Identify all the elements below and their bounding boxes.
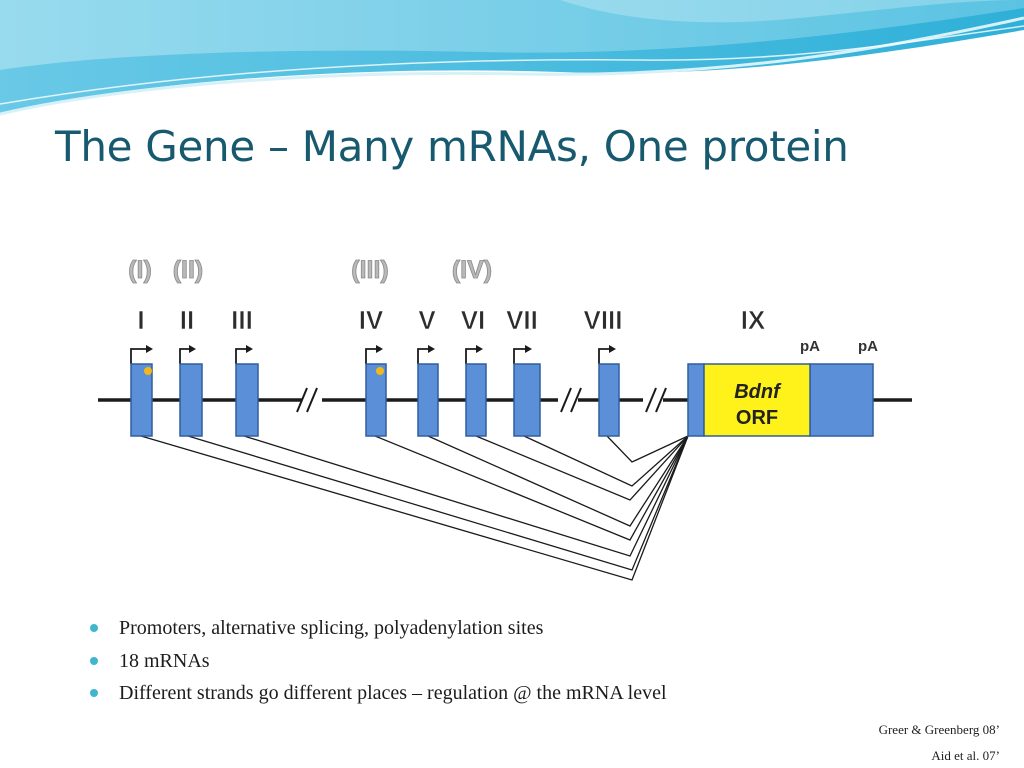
- splice-line-v: [427, 435, 689, 527]
- bullet-text: 18 mRNAs: [119, 649, 210, 672]
- citation: Greer & Greenberg 08’: [878, 722, 1000, 737]
- exon-ix-utr3: [809, 363, 874, 437]
- exon-label-ix: IX: [741, 305, 766, 335]
- bullet-text: Different strands go different places – …: [119, 682, 667, 704]
- splice-connectors: [140, 435, 689, 581]
- exon-label-vi: VI: [461, 305, 486, 335]
- bullet-dot-icon: [90, 624, 98, 632]
- exon-i: [130, 363, 153, 437]
- header-wave-decoration: [0, 0, 1024, 116]
- exon-ii: [179, 363, 203, 437]
- bullet-dot-icon: [90, 656, 98, 665]
- bullet-text: Promoters, alternative splicing, polyade…: [119, 617, 544, 639]
- promoter-arrow-iv: [365, 345, 383, 364]
- splice-line-iv: [374, 435, 689, 541]
- promoter-group-label: (III): [351, 256, 389, 284]
- promoter-arrows: [130, 345, 616, 364]
- promoter-arrow-vii: [513, 345, 532, 364]
- promoter-arrow-viii: [598, 345, 616, 364]
- promoter-arrow-iii: [235, 345, 253, 364]
- exon-label-iii: III: [231, 305, 253, 335]
- exon-label-ii: II: [180, 305, 194, 335]
- promoter-group-label: (II): [173, 256, 204, 284]
- polya-label: pA: [858, 338, 878, 355]
- exon-label-vii: VII: [506, 305, 538, 335]
- splice-line-ii: [187, 435, 689, 571]
- promoter-group-label: (IV): [452, 256, 492, 284]
- bullet-item: Promoters, alternative splicing, polyade…: [90, 614, 667, 647]
- break-mark: [560, 387, 582, 413]
- exon-iii: [235, 363, 259, 437]
- exons: [130, 363, 874, 437]
- bdnf-orf-box: [703, 363, 811, 437]
- splice-line-vi: [475, 435, 689, 501]
- exon-marker-dot: [144, 367, 152, 375]
- citation: Aid et al. 07’: [931, 748, 1000, 763]
- bullet-dot-icon: [90, 689, 98, 697]
- splice-line-i: [140, 435, 689, 581]
- exon-vi: [465, 363, 487, 437]
- orf-label: ORF: [736, 407, 778, 429]
- exon-v: [417, 363, 439, 437]
- exon-label-v: V: [418, 305, 436, 335]
- promoter-group-label: (I): [128, 256, 152, 284]
- bullet-list: Promoters, alternative splicing, polyade…: [90, 614, 667, 712]
- exon-label-iv: IV: [359, 305, 384, 335]
- polya-label: pA: [800, 338, 820, 355]
- exon-vii: [513, 363, 541, 437]
- splice-line-viii: [606, 435, 689, 463]
- splice-line-iii: [243, 435, 689, 557]
- orf-gene-name: Bdnf: [734, 381, 782, 403]
- break-mark: [296, 387, 318, 413]
- bullet-item: 18 mRNAs: [90, 647, 667, 680]
- promoter-arrow-ii: [179, 345, 196, 364]
- promoter-arrow-v: [417, 345, 435, 364]
- slide-title: The Gene – Many mRNAs, One protein: [55, 122, 849, 171]
- promoter-arrow-i: [130, 345, 153, 364]
- exon-ix-utr5: [687, 363, 705, 437]
- break-mark: [645, 387, 667, 413]
- exon-label-i: I: [137, 305, 144, 335]
- bullet-item: Different strands go different places – …: [90, 679, 667, 712]
- splice-line-vii: [523, 435, 689, 487]
- exon-label-viii: VIII: [583, 305, 622, 335]
- break-marks: [296, 387, 667, 413]
- exon-iv: [365, 363, 387, 437]
- exon-viii: [598, 363, 620, 437]
- exon-marker-dot: [376, 367, 384, 375]
- bdnf-gene-diagram: (I) (II) (III) (IV) I II III IV V VI VII…: [98, 256, 912, 581]
- promoter-arrow-vi: [465, 345, 483, 364]
